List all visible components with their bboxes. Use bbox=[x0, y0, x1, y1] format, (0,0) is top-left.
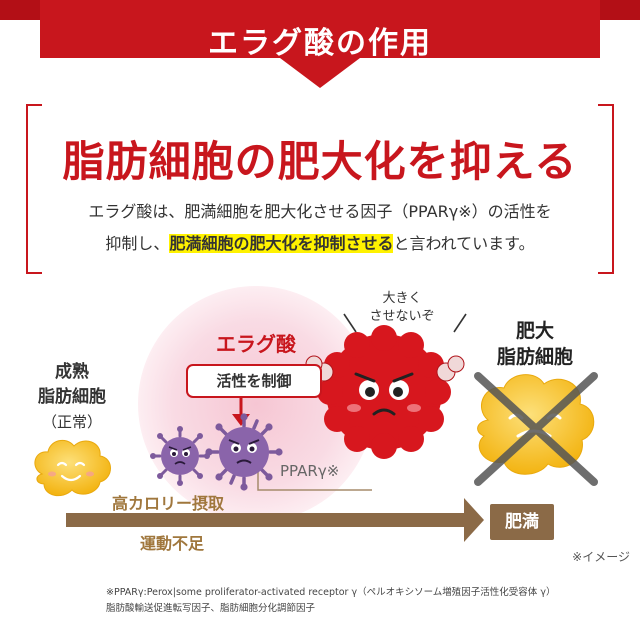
speech-marks bbox=[343, 313, 467, 333]
bubble-line1: 大きく bbox=[382, 291, 422, 306]
banner-arrow bbox=[0, 0, 640, 88]
hyper-label-line1: 肥大 bbox=[515, 320, 554, 342]
banner-title: エラグ酸の作用 bbox=[208, 26, 432, 61]
description-line1: エラグ酸は、肥満細胞を肥大化させる因子（PPARγ※）の活性を bbox=[88, 202, 552, 221]
ellagic-acid-label: エラグ酸 bbox=[216, 332, 296, 356]
bracket-right bbox=[598, 104, 614, 274]
fat-cell-icon bbox=[34, 439, 111, 497]
lack-of-exercise-label: 運動不足 bbox=[140, 534, 205, 553]
virus-icon bbox=[150, 426, 210, 486]
footnote-line1: ※PPARγ:Perox|some proliferator-activated… bbox=[106, 587, 556, 598]
hypertrophic-cell-label: 肥大 脂肪細胞 bbox=[460, 318, 610, 370]
hyper-label-line2: 脂肪細胞 bbox=[496, 346, 573, 368]
red-virus-mascot bbox=[305, 325, 465, 459]
image-note: ※イメージ bbox=[572, 550, 630, 564]
ppar-label: PPARγ※ bbox=[280, 462, 340, 480]
ppar-connector bbox=[257, 470, 372, 491]
obesity-label: 肥満 bbox=[490, 504, 554, 540]
mature-label-line3: （正常） bbox=[41, 413, 102, 431]
speech-bubble-text: 大きく させないぞ bbox=[352, 290, 452, 326]
description-line2-suffix: と言われています。 bbox=[393, 234, 535, 253]
description-line2: 抑制し、肥満細胞の肥大化を抑制させると言われています。 bbox=[0, 230, 640, 254]
headline: 脂肪細胞の肥大化を抑える bbox=[62, 137, 578, 186]
footnote-line2: 脂肪酸輸送促進転写因子、脂肪細胞分化調節因子 bbox=[106, 603, 316, 614]
progress-arrow bbox=[66, 498, 484, 542]
bubble-line2: させないぞ bbox=[369, 309, 435, 324]
virus-icon bbox=[205, 413, 283, 491]
mature-cell-label: 成熟 脂肪細胞 （正常） bbox=[22, 360, 122, 435]
description-line2-prefix: 抑制し、 bbox=[105, 234, 170, 253]
cross-mark-icon bbox=[474, 372, 598, 486]
inhibit-activity-label: 活性を制御 bbox=[186, 364, 322, 398]
bracket-left bbox=[26, 104, 42, 274]
mature-label-line2: 脂肪細胞 bbox=[38, 387, 106, 407]
high-calorie-label: 高カロリー摂取 bbox=[112, 494, 225, 513]
description-highlight: 肥満細胞の肥大化を抑制させる bbox=[169, 234, 394, 253]
mature-label-line1: 成熟 bbox=[55, 362, 89, 382]
